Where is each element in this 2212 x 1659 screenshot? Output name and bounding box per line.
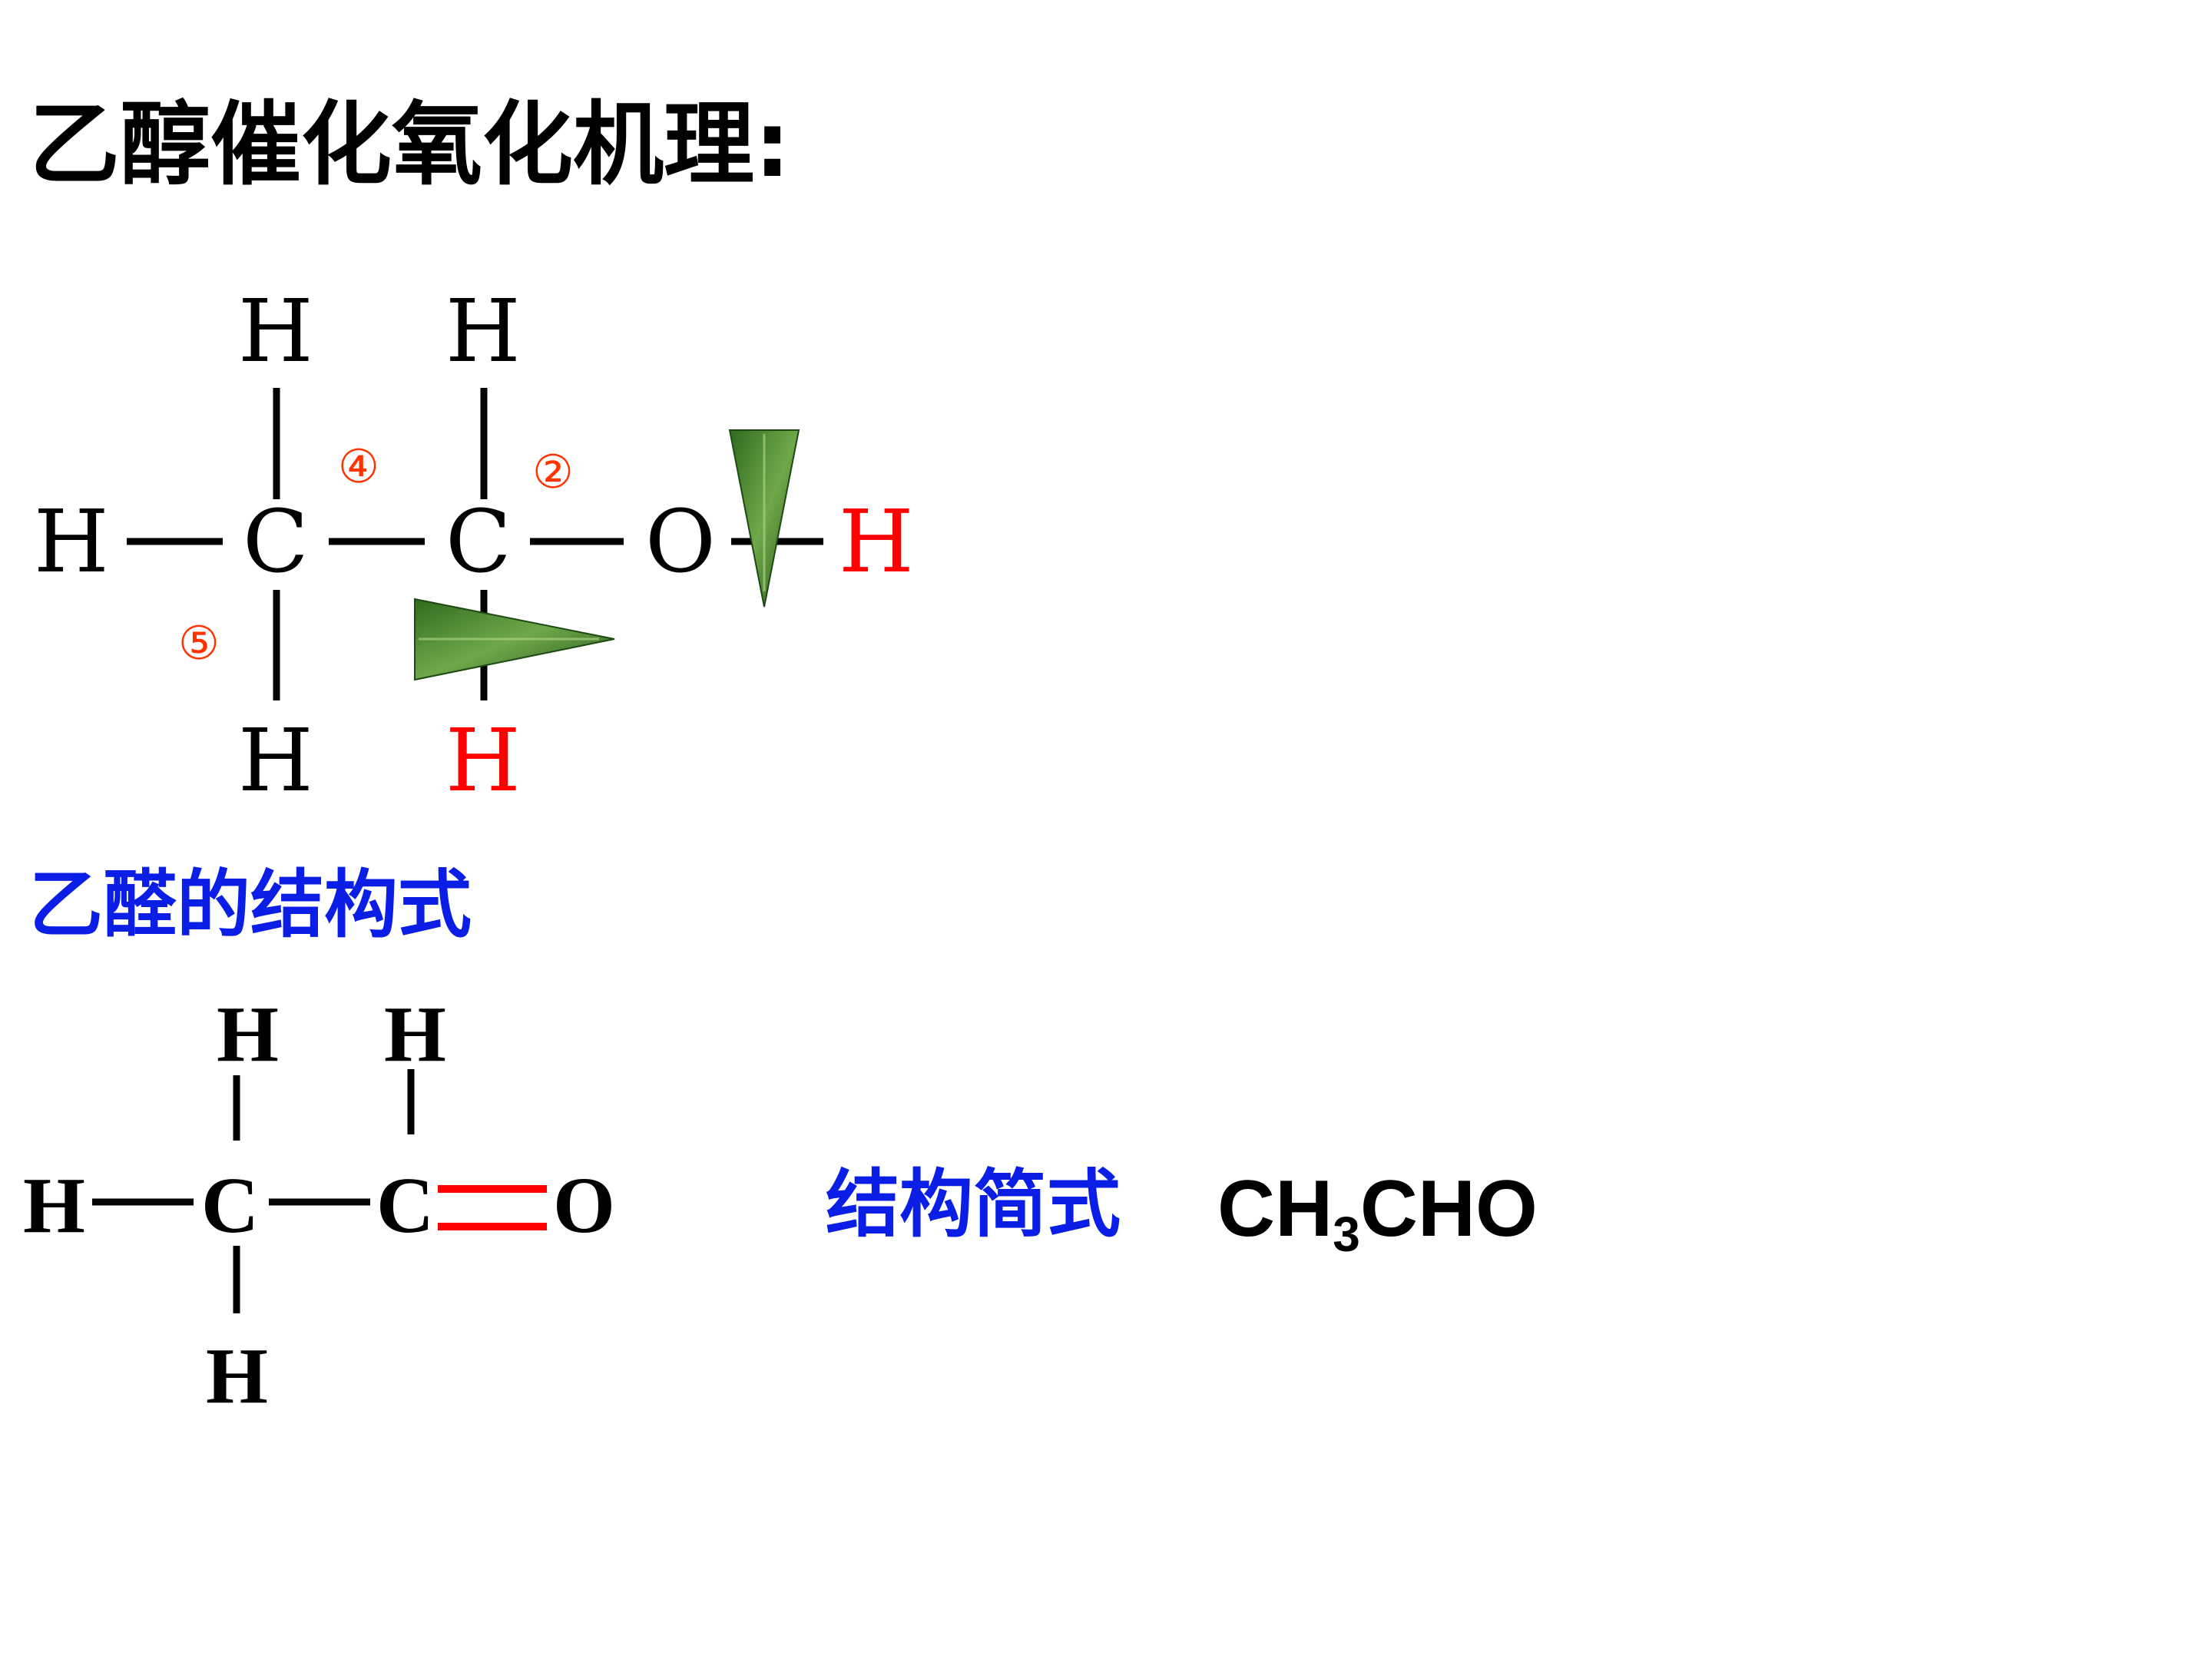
condensed-formula-label: 结构简式 — [826, 1161, 1121, 1247]
bond-marker-2: ② — [532, 445, 574, 499]
page-title: 乙醇催化氧化机理: — [29, 91, 791, 197]
acetaldehyde-h-bottom: H — [206, 1332, 268, 1420]
ethanol-h-left: H — [34, 492, 109, 592]
bond-marker-4: ④ — [338, 440, 379, 494]
ethanol-h-bottom-1: H — [238, 711, 313, 811]
acetaldehyde-h-top-2: H — [384, 990, 446, 1078]
ethanol-h-hydroxyl: H — [839, 492, 914, 592]
acetaldehyde-h-left: H — [23, 1161, 85, 1250]
ethanol-o: O — [645, 492, 716, 592]
condensed-formula: CH3CHO — [1217, 1169, 1538, 1259]
acetaldehyde-h-top-1: H — [217, 990, 279, 1078]
acetaldehyde-c1: C — [201, 1161, 260, 1250]
acetaldehyde-heading: 乙醛的结构式 — [29, 862, 472, 948]
ethanol-h-top-1: H — [238, 282, 313, 382]
leaf-arrow-icon — [728, 429, 800, 608]
acetaldehyde-c2: C — [376, 1161, 435, 1250]
ethanol-h-top-2: H — [445, 282, 521, 382]
bond-marker-5: ⑤ — [178, 617, 220, 671]
acetaldehyde-o: O — [553, 1161, 615, 1250]
ethanol-c2: C — [445, 492, 512, 592]
ethanol-c1: C — [243, 492, 309, 592]
formula-subscript: 3 — [1333, 1207, 1360, 1262]
leaf-arrow-icon — [414, 598, 615, 681]
ethanol-h-bottom-2: H — [445, 711, 521, 811]
formula-part-1: CH — [1217, 1164, 1333, 1253]
formula-part-2: CHO — [1359, 1164, 1538, 1253]
